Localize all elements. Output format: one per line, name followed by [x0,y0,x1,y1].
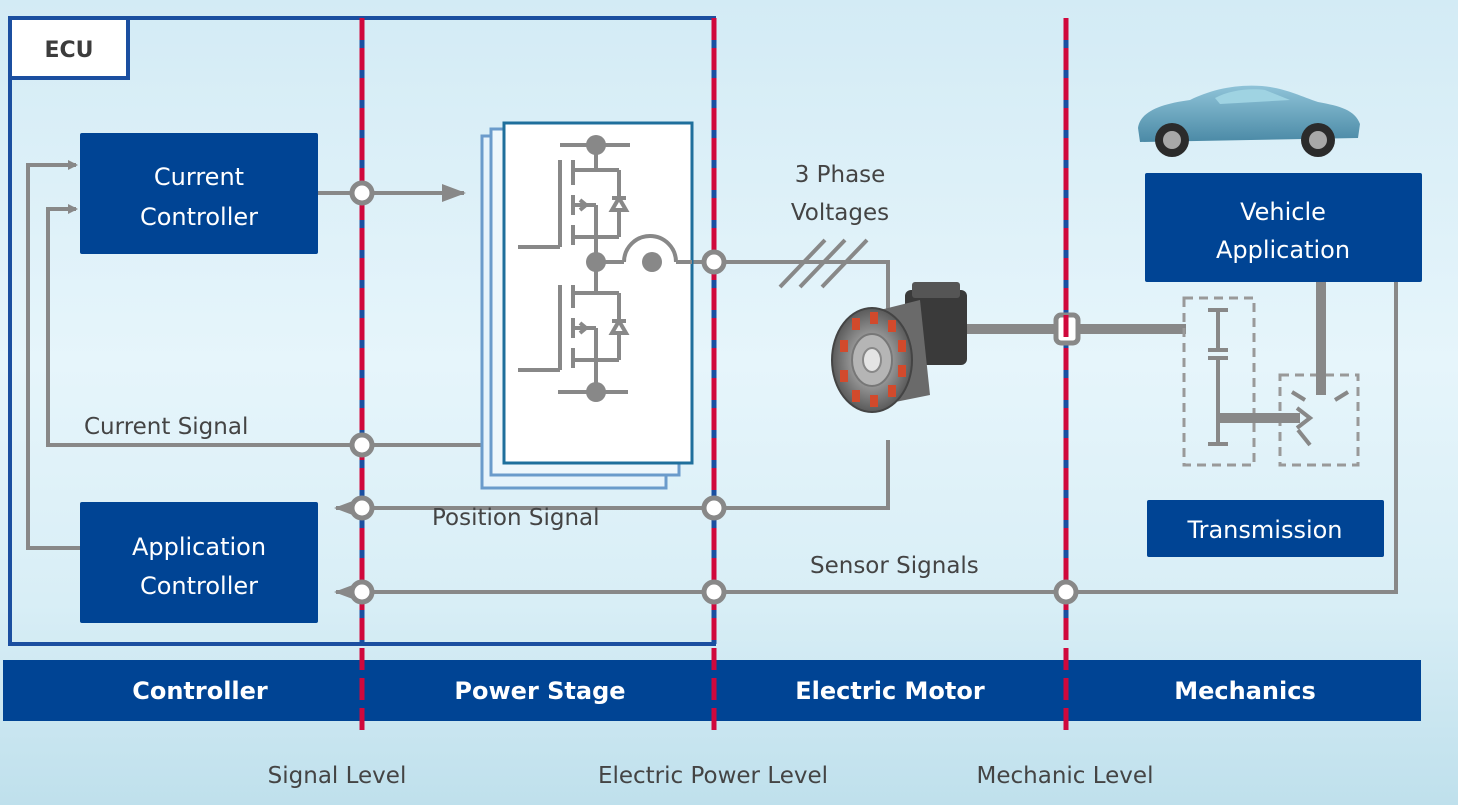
connector-current-signal [349,432,375,458]
three-phase-slashes-icon [778,238,869,289]
gear-stage-box [1182,296,1256,467]
connector-phase [701,249,727,275]
level-separators [359,18,1069,733]
connector-control [349,180,375,206]
ecu-label-box [8,16,130,80]
position-signal-label: Position Signal [432,505,600,531]
vehicle-application-block[interactable]: Vehicle Application [1145,173,1422,282]
power-stage-module [480,121,694,490]
connector-sensor-signal-2 [701,579,727,605]
transmission-label: Transmission [1186,516,1342,544]
vehicle-application-line1: Vehicle [1240,198,1326,226]
transmission-block[interactable]: Transmission [1147,500,1384,557]
three-phase-label-line2: Voltages [791,200,889,226]
level-electric-power: Electric Power Level [598,763,828,789]
application-controller-line2: Controller [140,572,258,600]
wire-app-to-current [26,160,80,550]
current-controller-line2: Controller [140,203,258,231]
level-mechanic: Mechanic Level [977,763,1154,789]
connectors [349,180,1081,605]
connector-position-signal-2 [701,495,727,521]
domain-controller: Controller [132,677,268,705]
car-icon [1138,85,1360,157]
domain-power-stage: Power Stage [454,677,625,705]
domain-mechanics: Mechanics [1174,677,1316,705]
level-signal: Signal Level [268,763,407,789]
current-controller-block[interactable]: Current Controller [80,133,318,254]
current-signal-label: Current Signal [84,414,248,440]
connector-sensor-signal-3 [1053,579,1079,605]
wire-position-signal [334,440,890,517]
application-controller-block[interactable]: Application Controller [80,502,318,623]
gearbox-icon [1182,282,1360,467]
connector-position-signal-1 [349,495,375,521]
electric-motor-icon [831,282,967,413]
connector-sensor-signal-1 [349,579,375,605]
wire-sensor-signals [334,280,1398,601]
vehicle-application-line2: Application [1216,236,1350,264]
current-controller-line1: Current [154,163,244,191]
sensor-signals-label: Sensor Signals [810,553,979,579]
three-phase-label-line1: 3 Phase [795,162,886,188]
domain-electric-motor: Electric Motor [795,677,985,705]
application-controller-line1: Application [132,533,266,561]
ecu-label: ECU [44,38,93,63]
mosfet-half-bridge-icon [518,135,692,402]
